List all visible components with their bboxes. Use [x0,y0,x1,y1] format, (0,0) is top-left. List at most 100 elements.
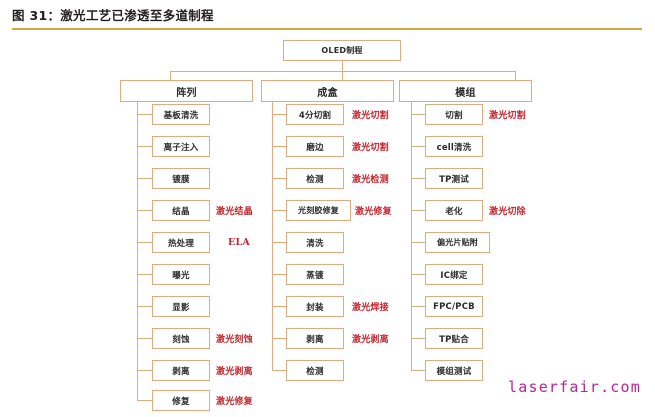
connector-stub [411,114,425,115]
node-array-step-1: 基板清洗 [152,104,210,125]
node-cell-step-9: 检测 [286,360,344,381]
node-module-step-9: 模组测试 [425,360,483,381]
node-cell-step-7: 封装 [286,296,344,317]
node-label: 离子注入 [163,142,199,153]
node-root: OLED制程 [283,40,401,61]
node-array-step-7: 显影 [152,296,210,317]
connector-stub [137,114,152,115]
node-tier-module: 模组 [399,80,532,102]
connector-stub [137,210,152,211]
connector-stub [137,400,152,401]
connector-stub [137,306,152,307]
annotation-array-9: 激光剥离 [216,367,253,377]
node-array-step-4: 结晶 [152,200,210,221]
node-label: 镀膜 [172,174,190,185]
node-cell-step-6: 蒸镀 [286,264,344,285]
watermark: laserfair.com [508,378,641,396]
node-module-step-3: TP测试 [425,168,483,189]
node-label: 检测 [306,174,324,185]
figure-title-bar: 图 31：激光工艺已渗透至多道制程 [12,8,643,32]
annotation-cell-1: 激光切割 [352,111,389,121]
node-label: 显影 [172,302,190,313]
connector-spine-array [137,102,138,400]
connector-stub [411,210,425,211]
node-label: 切割 [445,110,463,121]
node-module-step-1: 切割 [425,104,483,125]
node-label: 剥离 [172,366,190,377]
connector-stub [272,370,286,371]
node-array-step-3: 镀膜 [152,168,210,189]
connector-stub [137,274,152,275]
node-tier-cell: 成盒 [261,80,394,102]
annotation-cell-7: 激光焊接 [352,303,389,313]
node-cell-step-2: 磨边 [286,136,344,157]
node-cell-step-1: 4分切割 [286,104,344,125]
annotation-cell-3: 激光检测 [352,175,389,185]
connector-spine-cell [272,102,273,370]
node-label: 模组 [455,87,476,99]
node-label: 曝光 [172,270,190,281]
node-module-step-5: 偏光片贴附 [425,232,490,253]
connector-stub [137,178,152,179]
node-label: 基板清洗 [163,110,199,121]
node-label: FPC/PCB [433,301,475,312]
connector-stub [411,178,425,179]
node-label: 清洗 [306,238,324,249]
node-label: cell清洗 [436,142,472,153]
process-flow-diagram: OLED制程 阵列 成盒 模组 基板清洗 离子注入 镀膜 结晶 激光结晶 热处理… [0,34,655,417]
annotation-module-4: 激光切除 [489,207,526,217]
connector-stub [272,306,286,307]
connector-stub [272,146,286,147]
page-title: 图 31：激光工艺已渗透至多道制程 [12,8,214,23]
connector-tier-1 [170,71,171,80]
node-label: 刻蚀 [172,334,190,345]
node-label: 结晶 [172,206,190,217]
node-label: 磨边 [306,142,324,153]
connector-stub [272,242,286,243]
connector-stub [411,370,425,371]
annotation-array-10: 激光修复 [216,397,253,407]
connector-stub [411,338,425,339]
annotation-array-4: 激光结晶 [216,207,253,217]
connector-stub [411,274,425,275]
connector-stub [272,338,286,339]
connector-stub [272,114,286,115]
node-label: 封装 [306,302,324,313]
node-label: 模组测试 [436,366,472,377]
node-label: 热处理 [167,238,195,249]
connector-stub [137,242,152,243]
node-module-step-6: IC绑定 [425,264,483,285]
node-module-step-4: 老化 [425,200,483,221]
annotation-cell-4: 激光修复 [355,207,392,217]
node-array-step-5: 热处理 [152,232,210,253]
node-cell-step-5: 清洗 [286,232,344,253]
connector-tier-3 [515,71,516,80]
node-array-step-6: 曝光 [152,264,210,285]
connector-stub [272,274,286,275]
title-divider [12,28,642,30]
connector-stub [411,306,425,307]
annotation-array-5: ELA [228,237,250,248]
connector-tier-2 [342,71,343,80]
node-module-step-8: TP贴合 [425,328,483,349]
connector-stub [137,370,152,371]
annotation-array-8: 激光刻蚀 [216,335,253,345]
connector-spine-module [411,102,412,370]
annotation-module-1: 激光切割 [489,111,526,121]
node-array-step-2: 离子注入 [152,136,210,157]
node-label: TP贴合 [439,334,469,345]
connector-root-down [342,61,343,71]
annotation-cell-8: 激光剥离 [352,335,389,345]
node-label: 成盒 [317,87,338,99]
node-label: 剥离 [306,334,324,345]
annotation-cell-2: 激光切割 [352,143,389,153]
node-cell-step-4: 光刻胶修复 [286,200,351,221]
node-label: 蒸镀 [306,270,324,281]
connector-stub [272,178,286,179]
node-label: 光刻胶修复 [298,206,339,215]
node-label: 检测 [306,366,324,377]
node-cell-step-8: 剥离 [286,328,344,349]
node-module-step-7: FPC/PCB [425,296,483,317]
node-module-step-2: cell清洗 [425,136,483,157]
node-label: OLED制程 [321,46,363,55]
